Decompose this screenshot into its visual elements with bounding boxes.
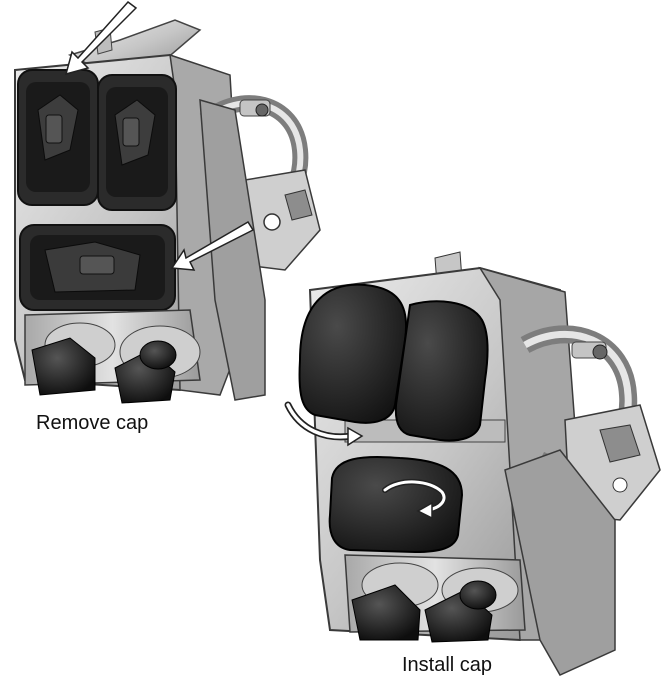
- remove-cap-figure: [14, 0, 321, 404]
- remove-arrow-icon: [64, 0, 138, 76]
- remove-cap-caption: Remove cap: [36, 412, 149, 434]
- install-cap-caption: Install cap: [402, 654, 493, 676]
- install-cap-figure: [284, 251, 661, 676]
- install-arrow-icon: [347, 426, 364, 447]
